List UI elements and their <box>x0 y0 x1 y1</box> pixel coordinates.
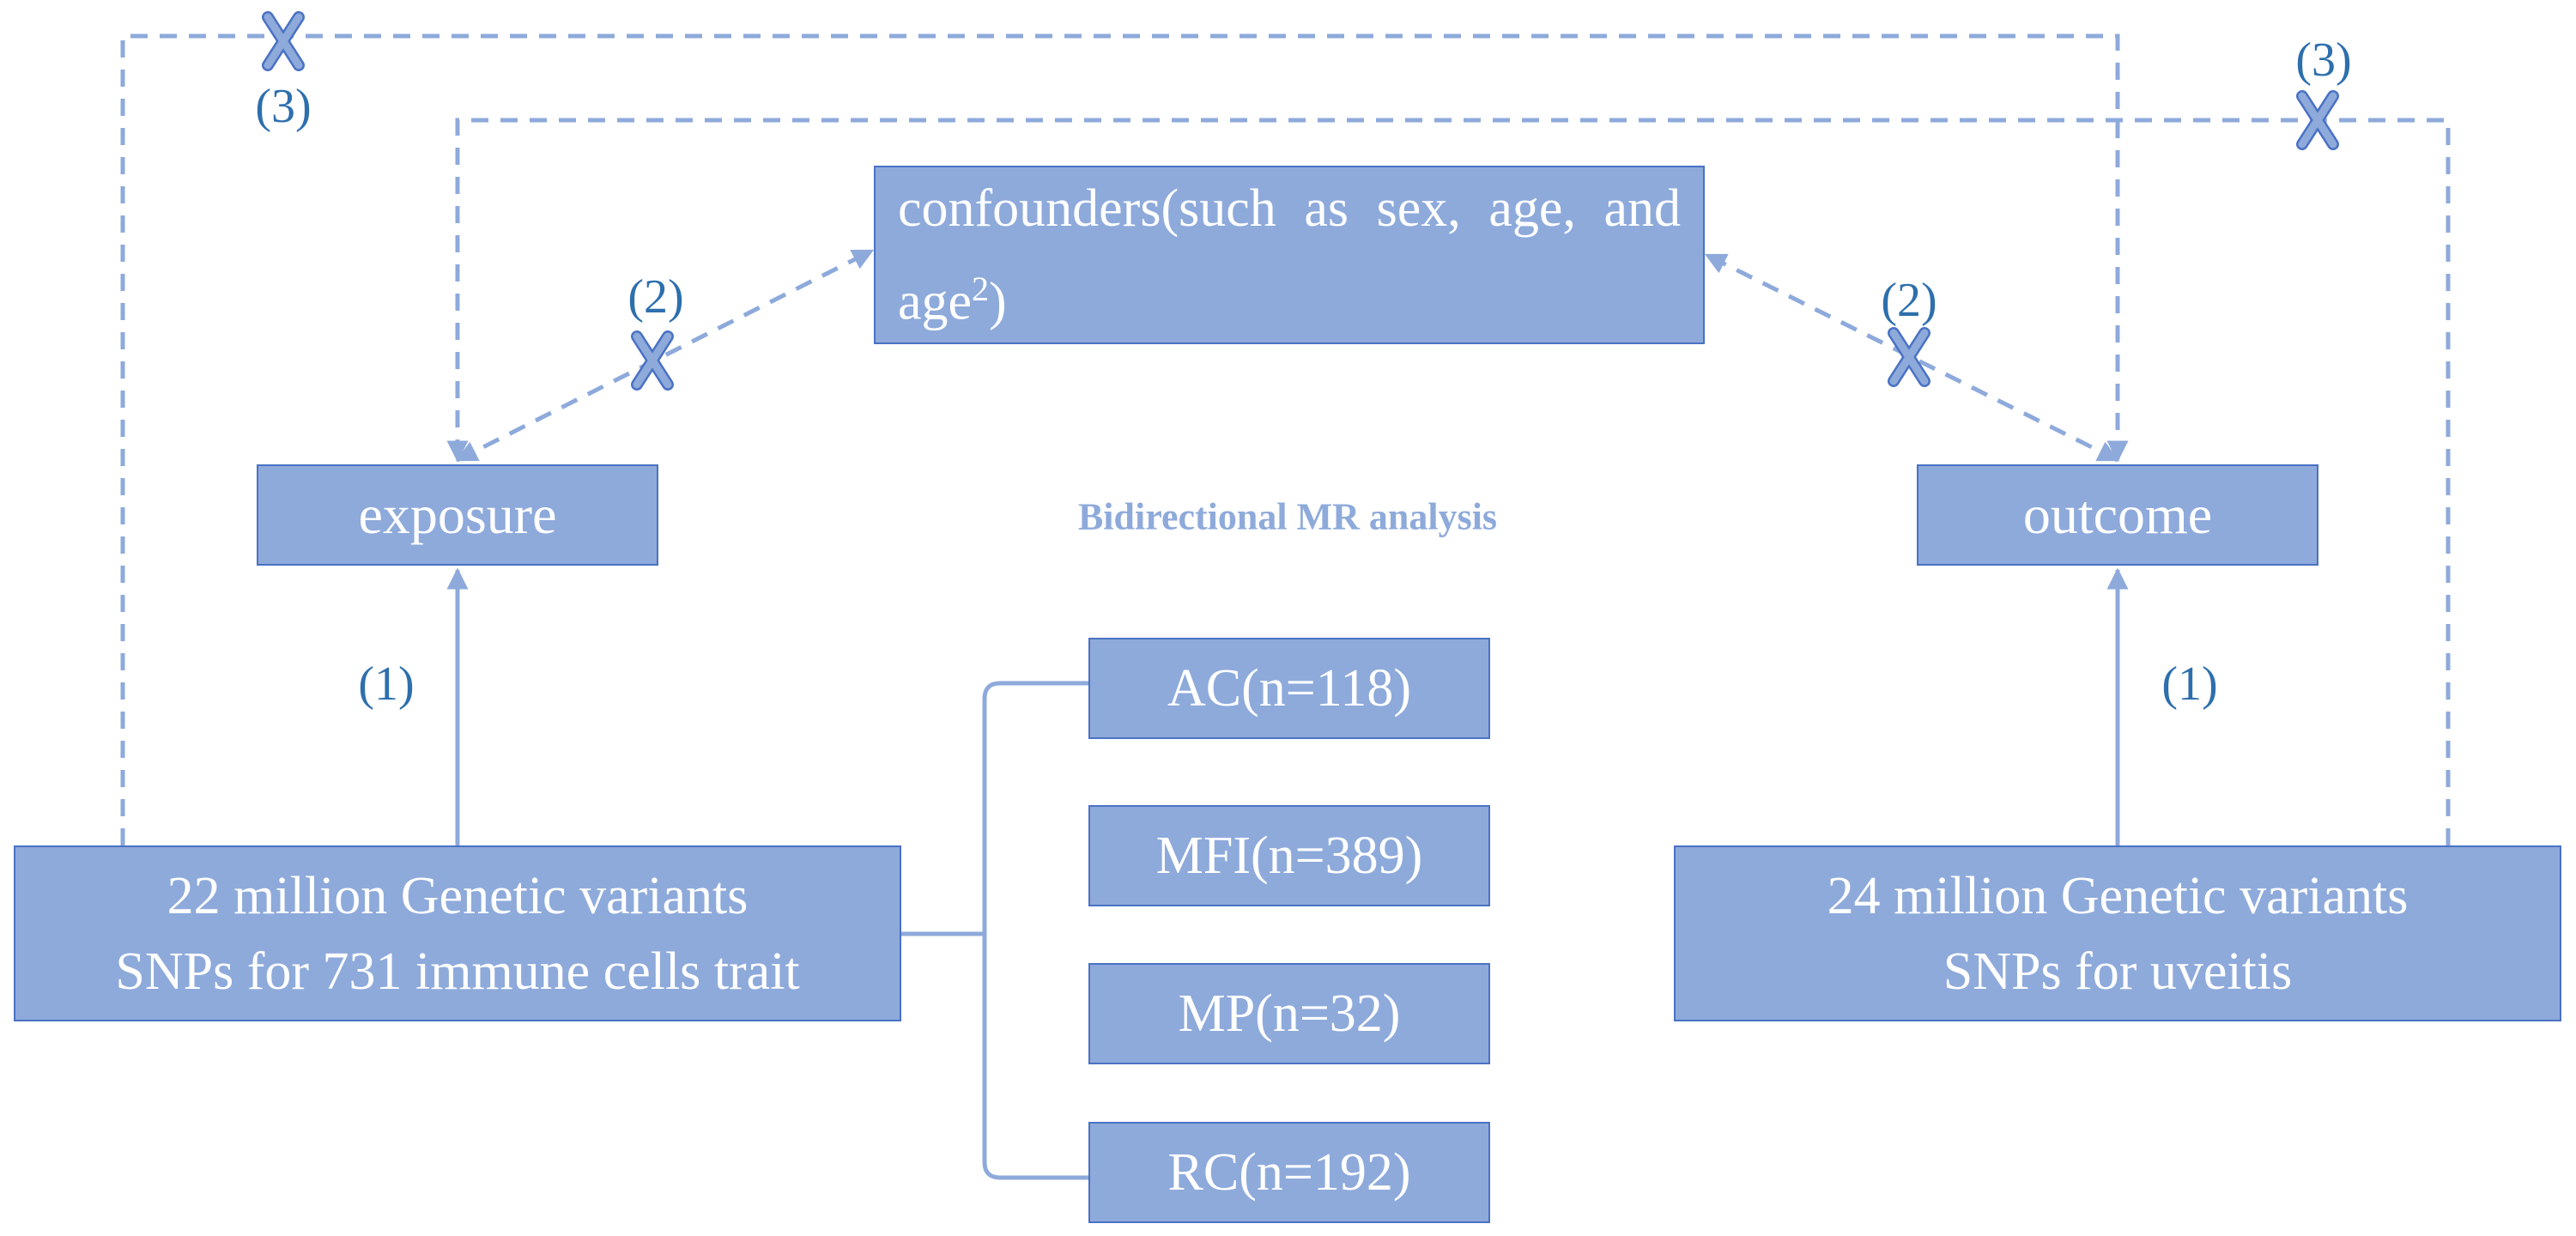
confounders-label: confounders(such as sex, age, and age2) <box>898 179 1681 331</box>
category-box-ac: AC(n=118) <box>1088 638 1490 739</box>
outcome-source-line-1: 24 million Genetic variants <box>1827 866 2409 925</box>
exposure-source-line-2: SNPs for 731 immune cells trait <box>115 942 800 1001</box>
category-bracket-spine <box>982 681 1088 1180</box>
cross-mark-icon <box>1888 327 1930 387</box>
outcome-source-line-2: SNPs for uveitis <box>1943 942 2293 1001</box>
cross-mark-icon <box>631 330 674 391</box>
exposure-box: exposure <box>257 464 658 566</box>
exposure-source-line-1: 22 million Genetic variants <box>167 866 749 925</box>
dashed-outcome-to-confounders <box>1704 252 2120 463</box>
category-label: AC(n=118) <box>1167 658 1412 718</box>
cross-mark-icon <box>2296 90 2339 150</box>
path-label-1-right: (1) <box>2161 657 2218 711</box>
path-label-3-right: (3) <box>2295 33 2352 87</box>
outcome-label: outcome <box>2022 484 2213 545</box>
dashed-left-source-to-outcome <box>120 33 2129 845</box>
category-box-mp: MP(n=32) <box>1088 963 1490 1064</box>
outcome-box: outcome <box>1917 464 2318 566</box>
category-box-rc: RC(n=192) <box>1088 1122 1490 1223</box>
confounders-box: confounders(such as sex, age, and age2) <box>874 166 1705 344</box>
path-label-2-left: (2) <box>627 270 684 324</box>
dashed-right-source-to-exposure <box>446 118 2451 845</box>
category-label: MP(n=32) <box>1178 984 1401 1043</box>
dashed-exposure-to-confounders <box>455 248 875 463</box>
confounders-superscript: 2 <box>972 269 990 308</box>
cross-mark-icon <box>262 11 305 71</box>
category-box-mfi: MFI(n=389) <box>1088 805 1490 906</box>
path-label-3-left: (3) <box>255 80 312 133</box>
category-label: MFI(n=389) <box>1155 826 1423 885</box>
outcome-source-box: 24 million Genetic variants SNPs for uve… <box>1674 845 2561 1021</box>
path-label-2-right: (2) <box>1881 274 1937 327</box>
path-label-1-left: (1) <box>358 657 415 711</box>
center-title: Bidirectional MR analysis <box>1077 495 1498 538</box>
exposure-label: exposure <box>358 484 557 545</box>
exposure-source-box: 22 million Genetic variants SNPs for 731… <box>14 845 901 1021</box>
category-label: RC(n=192) <box>1167 1142 1411 1202</box>
